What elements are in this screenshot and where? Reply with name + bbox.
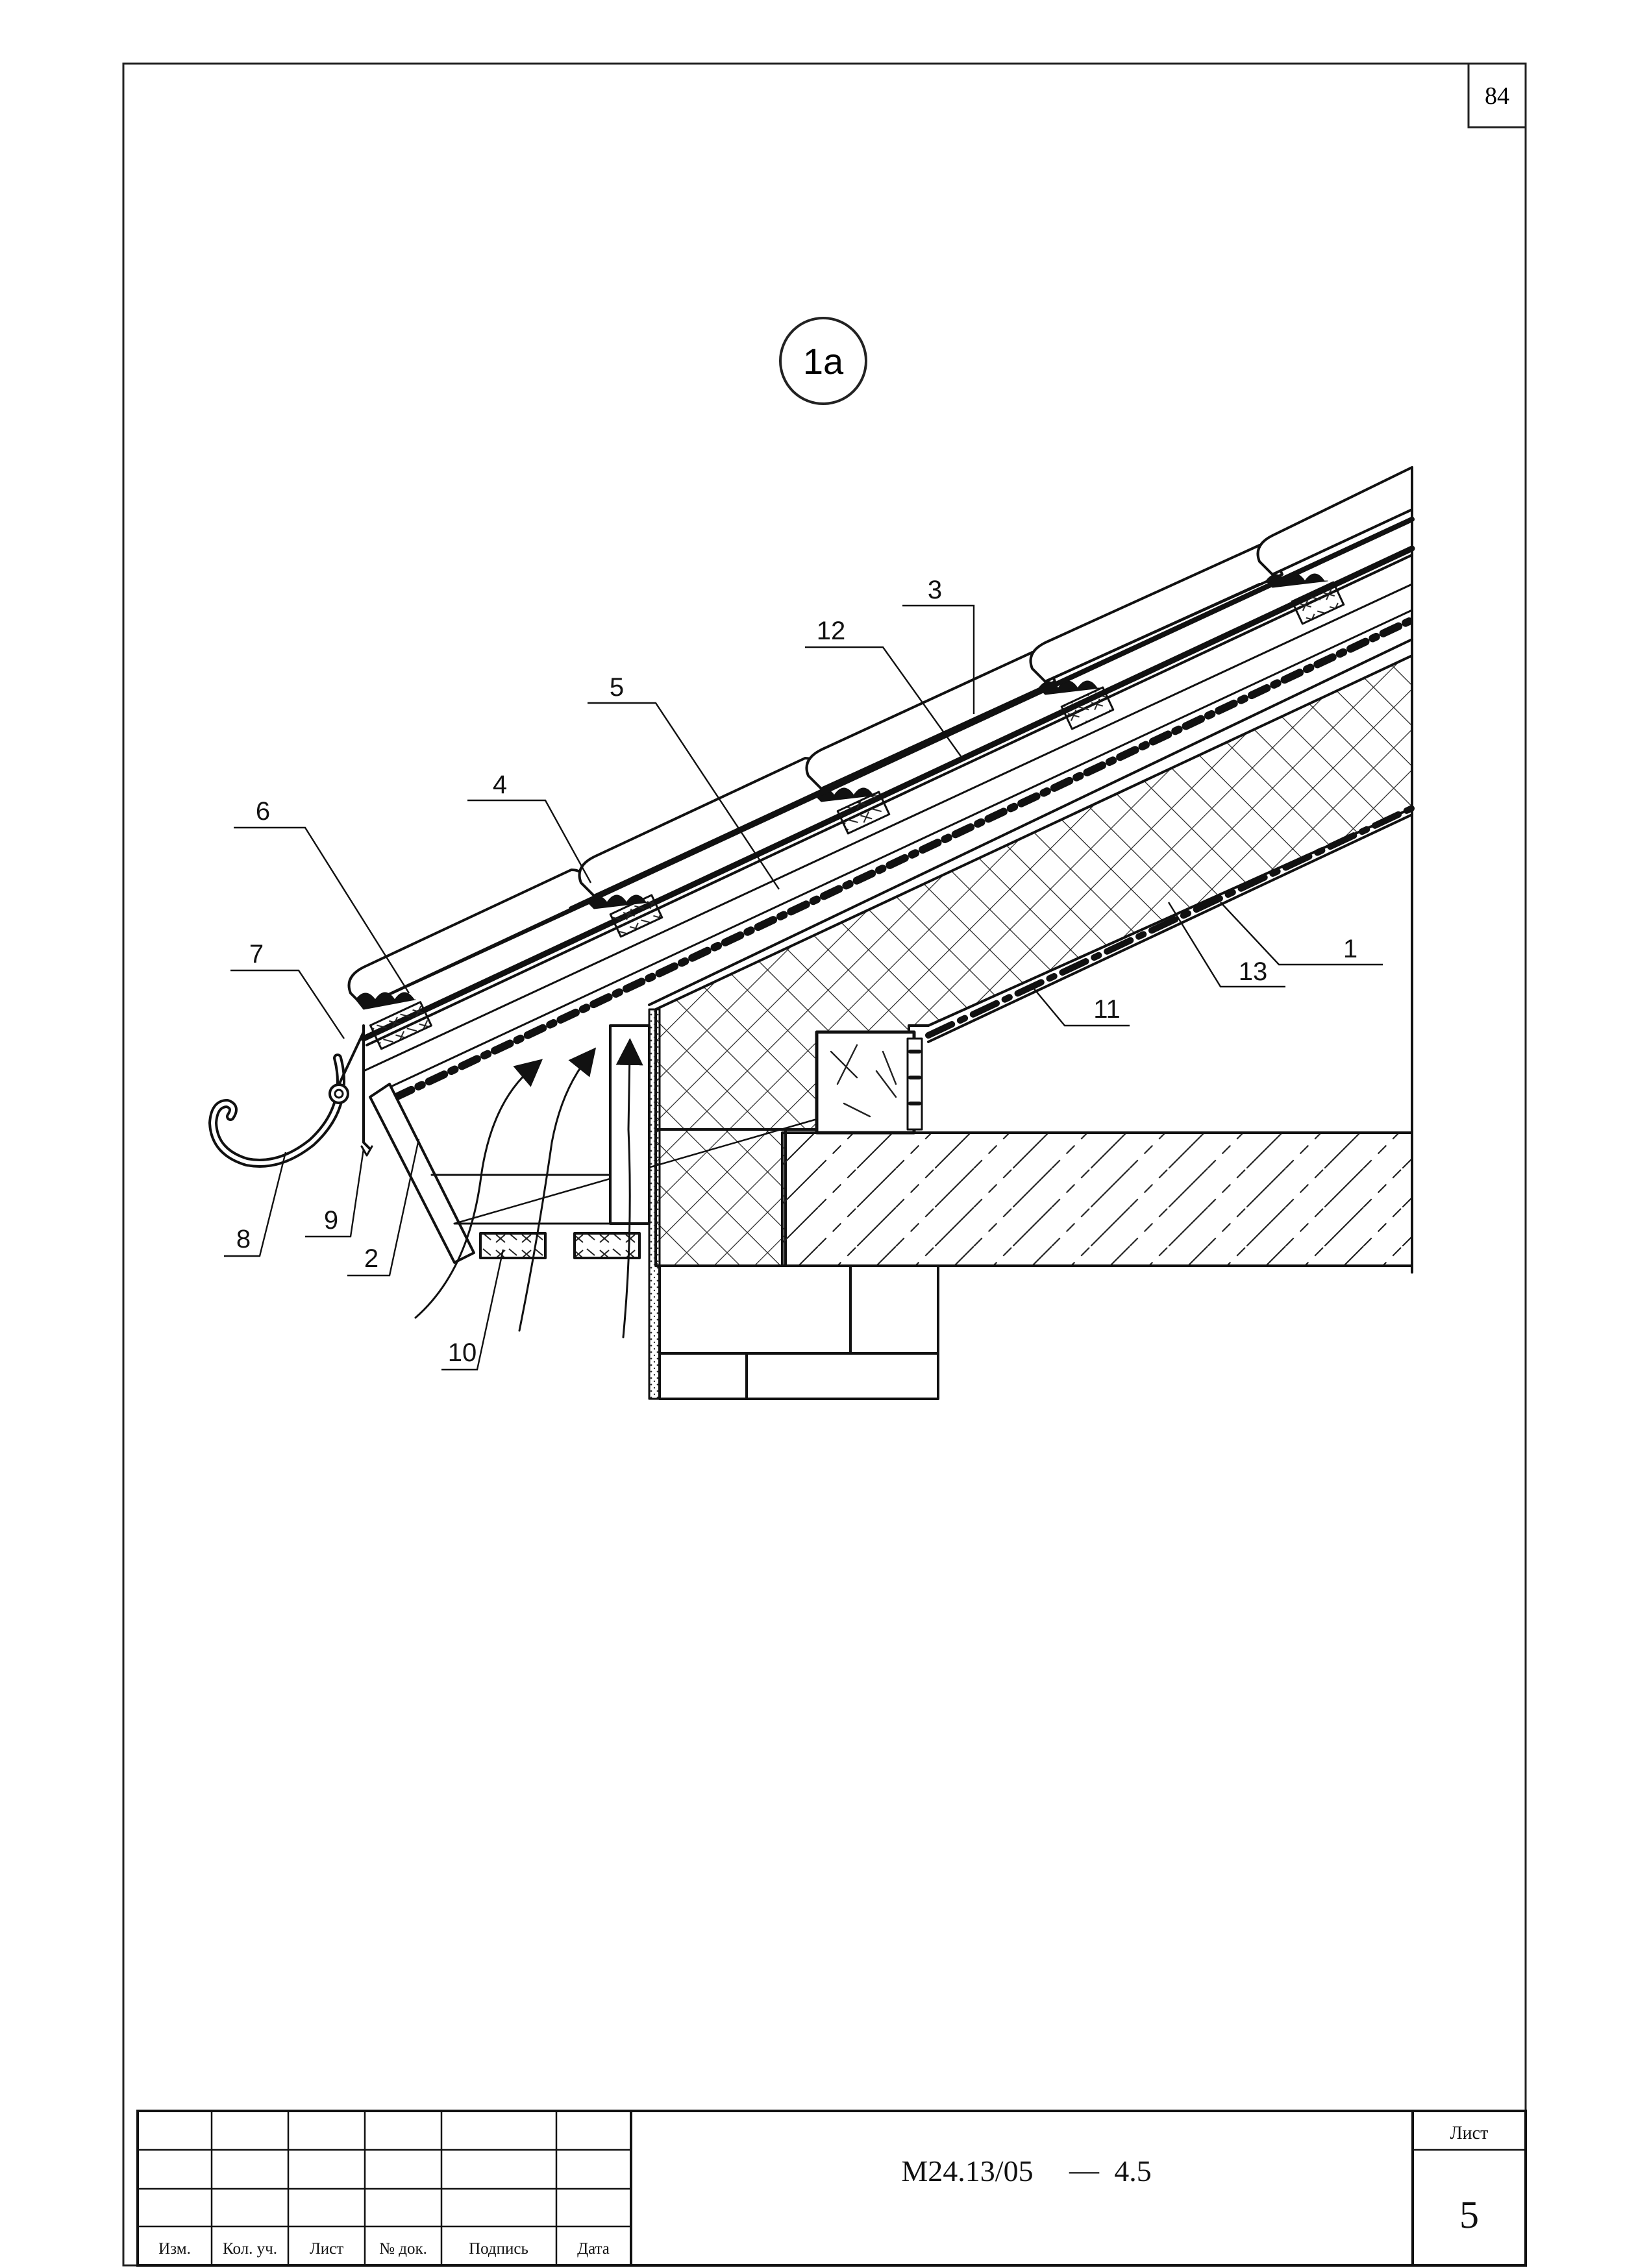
header-izm: Изм.: [158, 2240, 191, 2258]
callout-5: 5: [610, 673, 624, 702]
callout-2: 2: [364, 1244, 378, 1273]
wall-plate: [815, 1030, 916, 1135]
page-number: 84: [1485, 82, 1509, 110]
header-kol-uch: Кол. уч.: [223, 2240, 277, 2258]
callout-11: 11: [1093, 995, 1121, 1024]
concrete-slab: [781, 1131, 1413, 1267]
sheet-number: 5: [1459, 2193, 1479, 2236]
document-code: М24.13/05: [901, 2154, 1033, 2188]
page-number-box: [1467, 62, 1527, 129]
battens: [369, 581, 1345, 1050]
drip-edge: [362, 1024, 371, 1150]
document-section: 4.5: [1114, 2154, 1152, 2188]
fascia-board: [369, 1083, 475, 1264]
roof-tile: [578, 757, 829, 897]
callout-4: 4: [493, 770, 507, 799]
callout-12: 12: [817, 617, 846, 645]
header-data: Дата: [577, 2240, 610, 2258]
callout-6: 6: [256, 797, 270, 826]
callout-13: 13: [1239, 957, 1268, 986]
wall-render: [648, 1008, 661, 1400]
leader-lines: [224, 604, 1383, 1371]
callout-labels: 1 13 11 12 3 5 4 6 7 8 9 2 10: [236, 576, 1357, 1367]
header-podpis: Подпись: [469, 2240, 528, 2258]
detail-mark: 1a: [803, 341, 844, 382]
callout-1: 1: [1343, 935, 1357, 963]
detail-mark-circle: [779, 317, 867, 405]
header-list: Лист: [310, 2240, 343, 2258]
vent-grille: [479, 1232, 547, 1259]
airflow-arrow: [414, 1059, 543, 1319]
header-no-dok: № док.: [379, 2240, 427, 2258]
title-block: [136, 2110, 1527, 2267]
callout-3: 3: [928, 576, 942, 604]
airflow-arrow: [615, 1038, 643, 1338]
sheet-label: Лист: [1450, 2123, 1489, 2143]
vapour-barrier: [925, 805, 1415, 1039]
roof-eave-section: [208, 466, 1416, 1400]
title-block-text: Изм. Кол. уч. Лист № док. Подпись Дата М…: [158, 2123, 1488, 2258]
document-dash: —: [1069, 2153, 1100, 2186]
airflow-arrow: [518, 1047, 597, 1332]
callout-8: 8: [236, 1225, 251, 1253]
callout-9: 9: [324, 1206, 338, 1235]
underlay-membrane: [392, 616, 1416, 1101]
callout-10: 10: [448, 1338, 477, 1367]
callout-7: 7: [249, 940, 264, 968]
brick-wall: [658, 1264, 939, 1400]
